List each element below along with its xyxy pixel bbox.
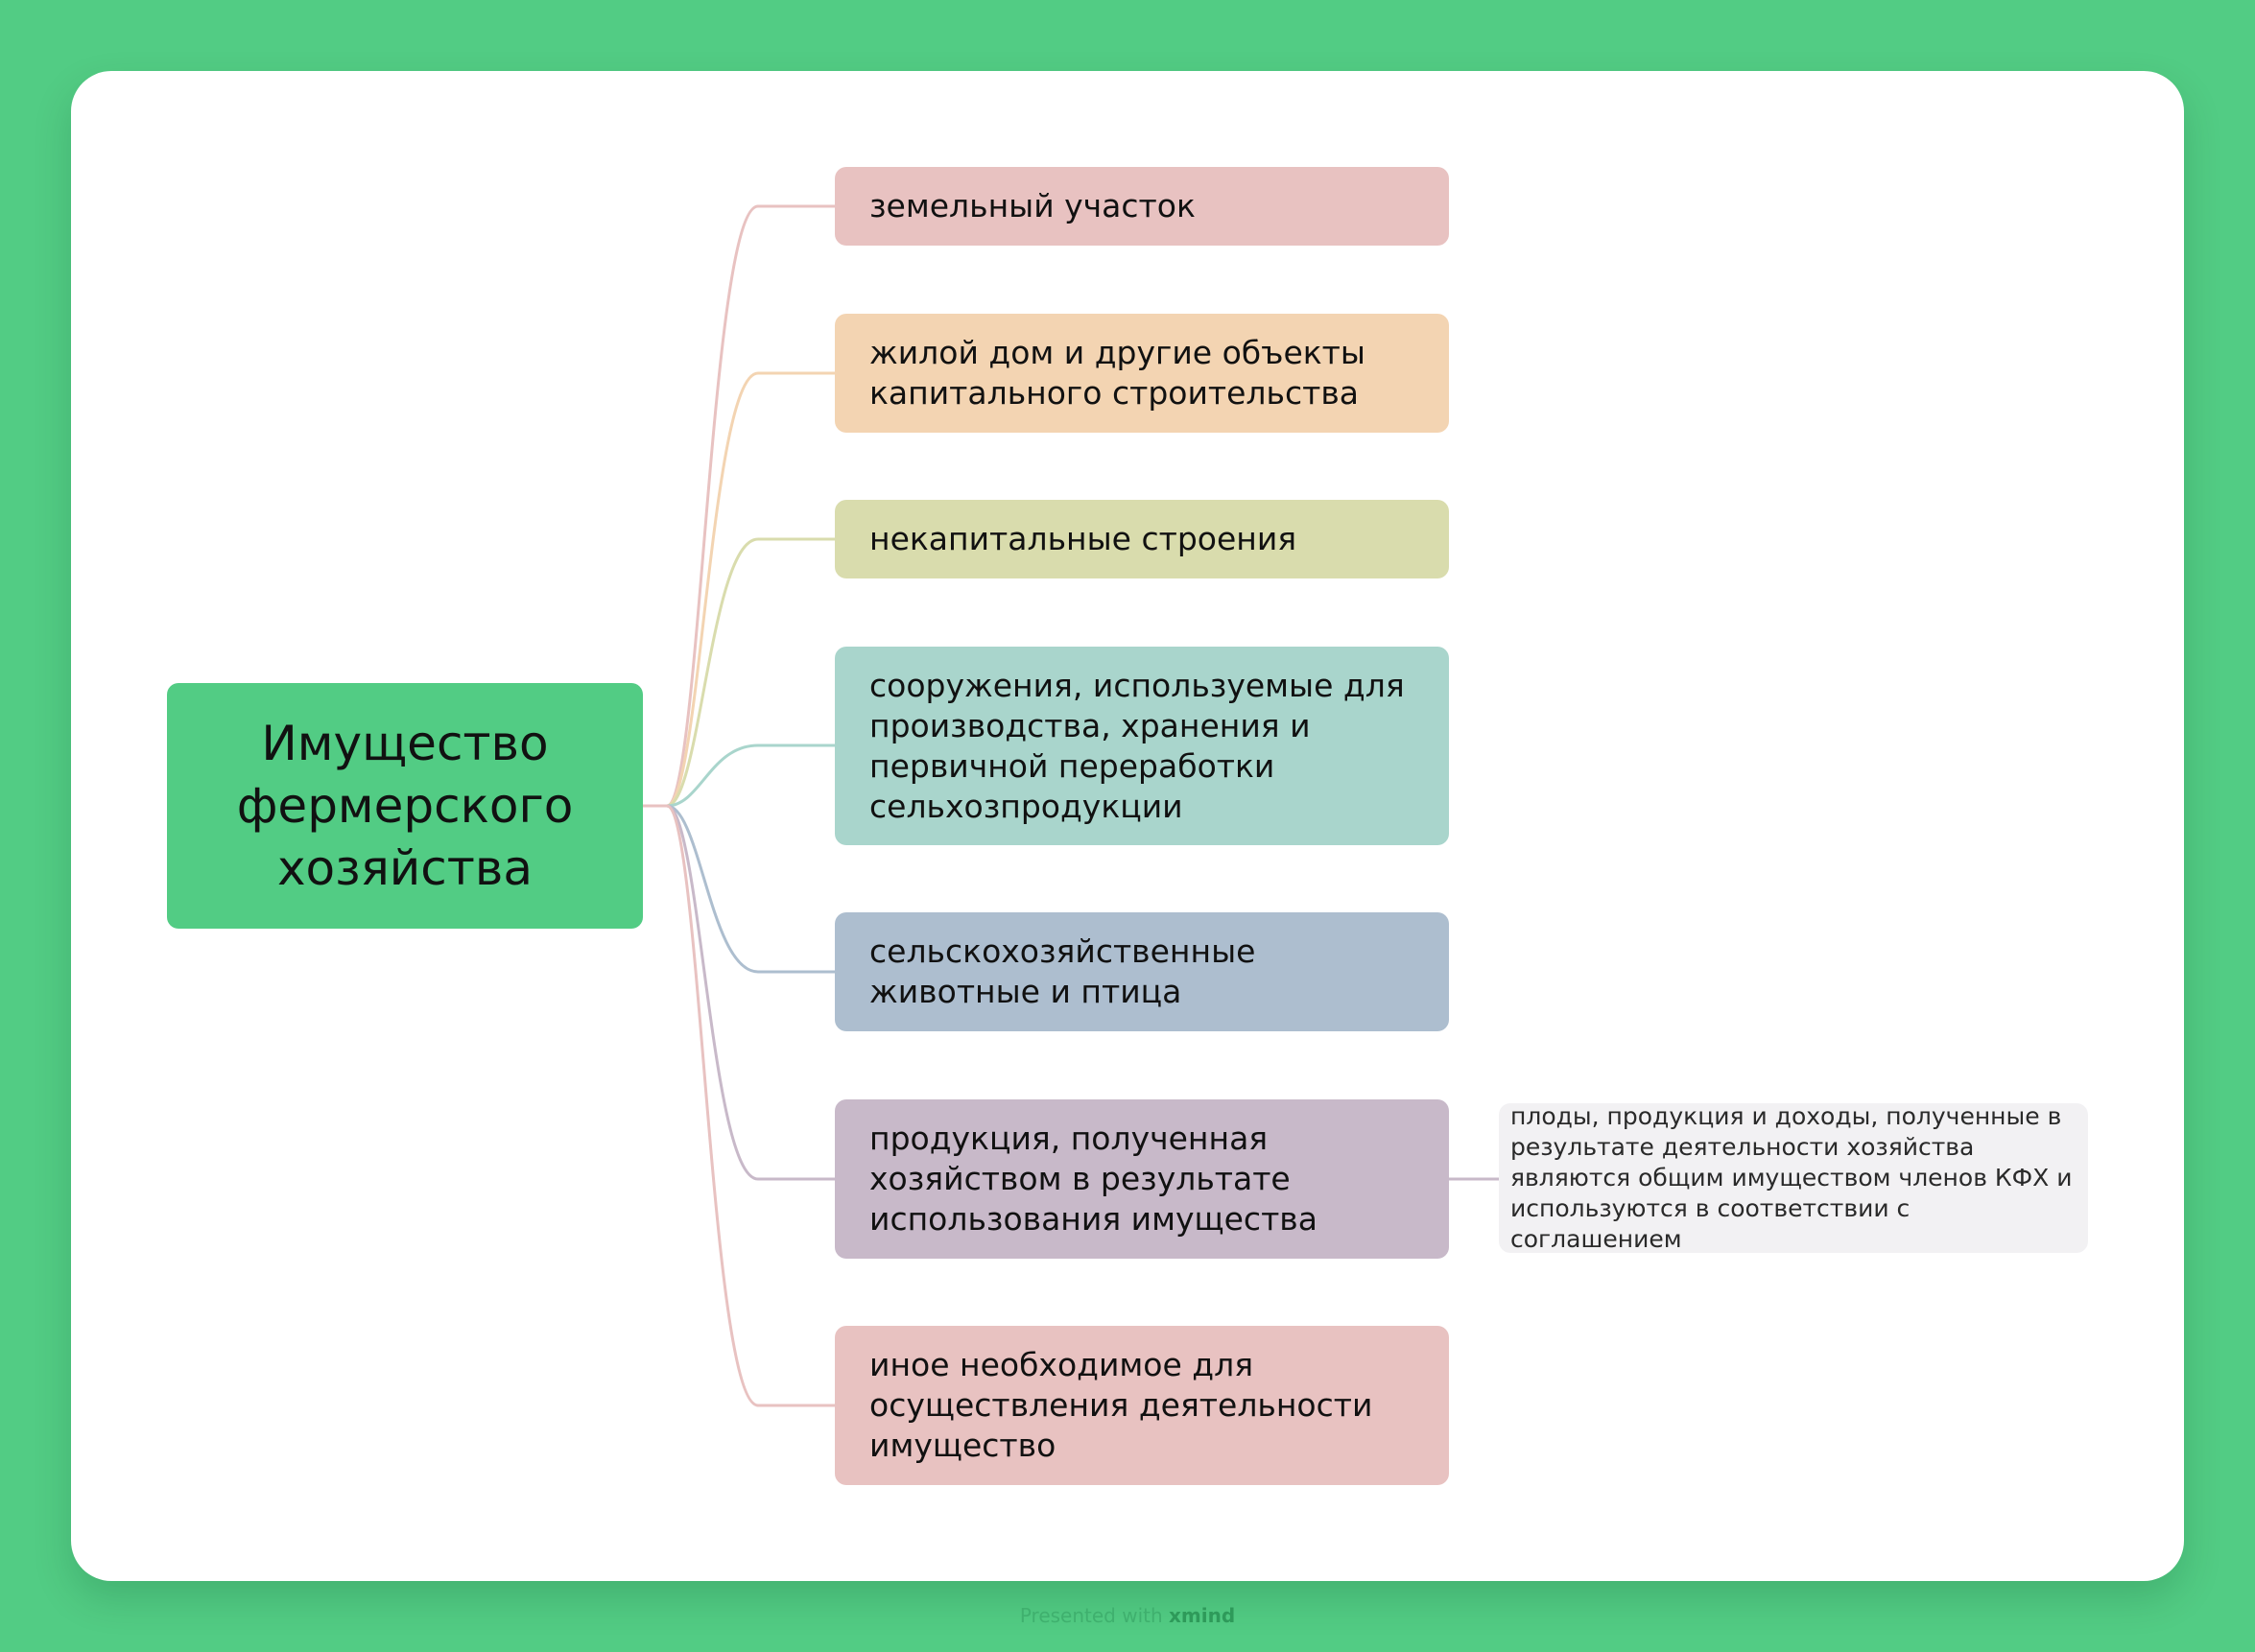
connector-other-property [666, 804, 835, 1407]
topic-non-capital-buildings[interactable]: некапитальные строения [835, 500, 1449, 578]
topic-label: сельскохозяйственные животные и птица [869, 932, 1256, 1010]
topic-label: иное необходимое для осуществления деяте… [869, 1346, 1373, 1464]
footer-credit: Presented with xmind [0, 1604, 2255, 1627]
topic-facilities[interactable]: сооружения, используемые для производств… [835, 647, 1449, 845]
footer-prefix: Presented with [1019, 1604, 1163, 1627]
topic-residential-house[interactable]: жилой дом и другие объекты капитального … [835, 314, 1449, 433]
note-products[interactable]: плоды, продукция и доходы, полученные в … [1499, 1102, 2088, 1253]
topic-other-property[interactable]: иное необходимое для осуществления деяте… [835, 1326, 1449, 1485]
connector-land-plot [666, 204, 835, 808]
topic-products[interactable]: продукция, полученная хозяйством в резул… [835, 1099, 1449, 1259]
topic-land-plot[interactable]: земельный участок [835, 167, 1449, 246]
topic-animals-poultry[interactable]: сельскохозяйственные животные и птица [835, 912, 1449, 1031]
topic-label: продукция, полученная хозяйством в резул… [869, 1120, 1317, 1238]
topic-label: сооружения, используемые для производств… [869, 666, 1405, 825]
topic-label: жилой дом и другие объекты капитального … [869, 334, 1365, 412]
connector-animals-poultry [666, 804, 835, 974]
root-topic-label: Имущество фермерского хозяйства [236, 715, 574, 896]
root-topic[interactable]: Имущество фермерского хозяйства [167, 683, 643, 929]
connector-non-capital-buildings [666, 537, 835, 808]
topic-label: некапитальные строения [869, 520, 1297, 557]
xmind-logo: xmind [1169, 1604, 1236, 1627]
connector-residential-house [666, 371, 835, 808]
connector-products [666, 804, 835, 1181]
topic-label: земельный участок [869, 187, 1196, 224]
connector-facilities [666, 743, 835, 808]
note-text: плоды, продукция и доходы, полученные в … [1510, 1102, 2073, 1253]
